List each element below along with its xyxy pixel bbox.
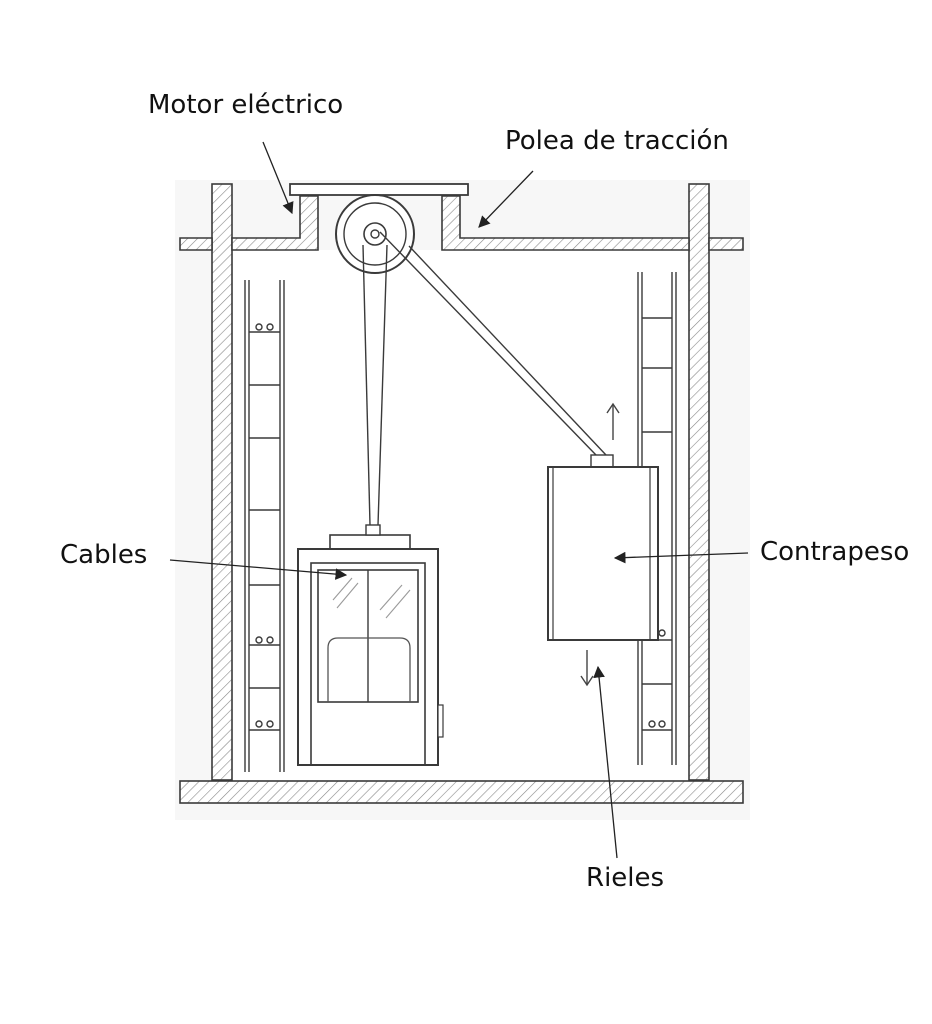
cabin-glass-glare — [332, 577, 411, 619]
label-cables: Cables — [60, 540, 148, 570]
roof-right-slab — [441, 195, 690, 251]
left-shaft-wall — [211, 183, 233, 781]
right-shaft-wall — [688, 183, 710, 781]
rieles-leader-line — [593, 665, 618, 859]
roof-left-ledge — [179, 237, 213, 251]
elevator-cabin — [297, 524, 444, 766]
left-guide-rail — [244, 280, 285, 772]
roof-left-slab — [231, 195, 319, 251]
cabin-cables — [362, 244, 388, 526]
label-polea-de-traccion: Polea de tracción — [505, 126, 729, 156]
cables-leader-line — [169, 559, 348, 580]
traction-pulley — [335, 194, 415, 274]
contrapeso-leader-line — [613, 551, 749, 564]
motor-leader-line — [262, 141, 294, 215]
motor-base-plate — [289, 183, 469, 196]
pit-floor — [179, 780, 744, 804]
counterweight — [547, 454, 659, 641]
label-rieles: Rieles — [586, 863, 665, 893]
polea-leader-line — [478, 170, 534, 228]
counterweight-cables — [379, 231, 607, 456]
roof-right-ledge — [708, 237, 744, 251]
counterweight-motion-arrows — [580, 402, 620, 687]
label-motor-electrico: Motor eléctrico — [148, 90, 344, 120]
label-contrapeso: Contrapeso — [760, 537, 910, 567]
